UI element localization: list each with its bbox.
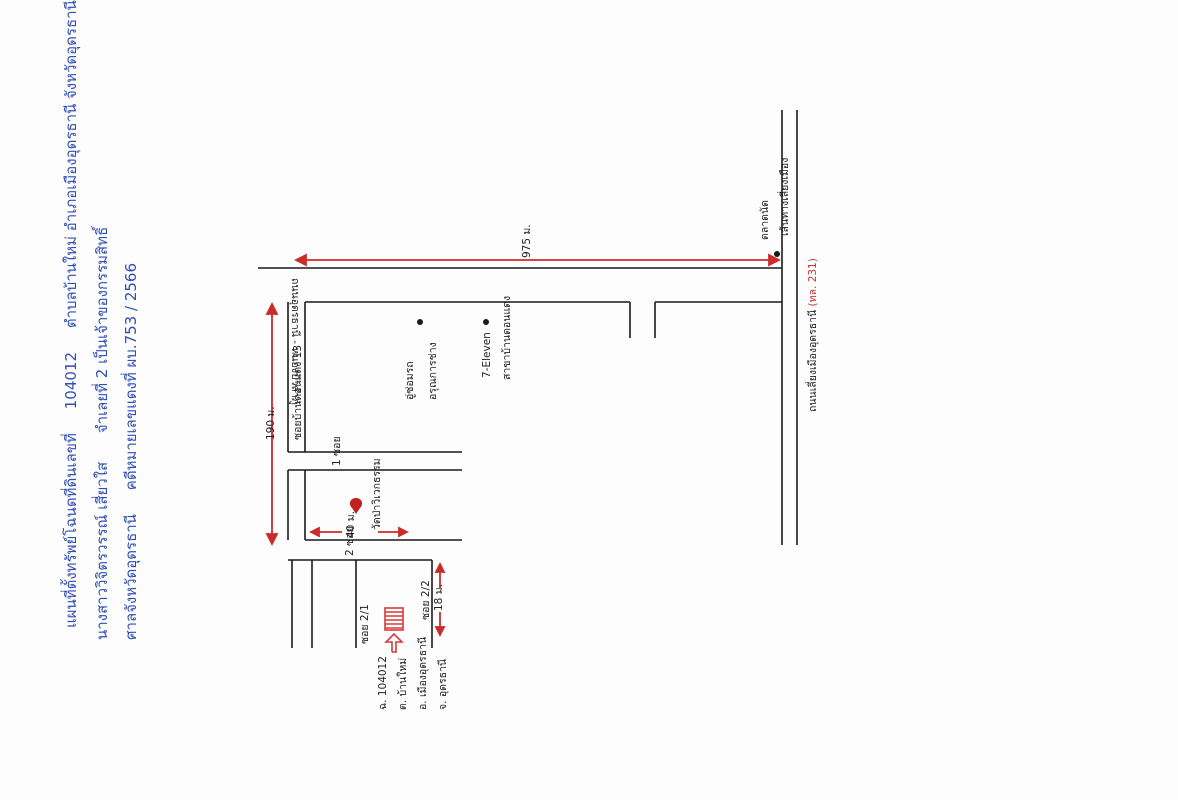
- label-garage: อู่ซ่อมรถ: [404, 361, 416, 400]
- poi-dot-seven-eleven: [483, 319, 489, 325]
- bypass-road-name: ถนนเลี่ยงเมืองอุดรธานี: [807, 309, 819, 412]
- poi-dot-market: [774, 251, 780, 257]
- distance-soi13-label: 190 ม.: [265, 406, 277, 440]
- plot-deed-label: ฉ. 104012: [377, 656, 389, 710]
- plot-arrow: [384, 632, 404, 653]
- label-soi-2-1: ซอย 2/1: [359, 604, 371, 644]
- distance-mid-label: 40 ม.: [345, 511, 357, 538]
- distance-soi22-label: 18 ม.: [433, 584, 445, 611]
- label-soi-2-2: ซอย 2/2: [420, 580, 432, 620]
- distance-soi13-arrow-bottom: [265, 533, 279, 547]
- distance-soi13-arrow-top: [265, 301, 279, 315]
- label-temple: วัดป่าวิเวกธรรม: [371, 458, 383, 530]
- bypass-road-number: (ทล. 231): [807, 258, 819, 307]
- label-market-sub: เส้นทางเลี่ยงเมือง: [779, 157, 791, 236]
- label-market: ตลาดนัด: [759, 200, 771, 240]
- poi-dot-garage: [417, 319, 423, 325]
- label-bypass-road: ถนนเลี่ยงเมืองอุดรธานี (ทล. 231): [807, 258, 819, 412]
- label-seven-eleven-branch: สาขาบ้านดอนแดง: [501, 295, 513, 380]
- plot-subdistrict-label: ต. บ้านใหม่: [397, 657, 409, 710]
- distance-mid-arrow-left: [308, 526, 320, 538]
- distance-soi22-arrow-bottom: [434, 626, 446, 638]
- location-pin: [349, 498, 363, 514]
- distance-mid-arrow-right: [398, 526, 410, 538]
- distance-soi22-arrow-top: [434, 561, 446, 573]
- plot-district-label: อ. เมืองอุดรธานี: [417, 636, 429, 710]
- distance-main-arrow-right: [768, 253, 782, 267]
- distance-main-label: 975 ม.: [521, 224, 533, 258]
- label-seven-eleven: 7-Eleven: [481, 332, 493, 378]
- label-garage-name: อรุณการช่าง: [427, 342, 439, 400]
- distance-main-arrow-left: [293, 253, 307, 267]
- plot-province-label: จ. อุดรธานี: [437, 658, 449, 710]
- plot-marker: [384, 607, 404, 631]
- label-soi-1: 1 ซอย: [331, 436, 343, 466]
- label-soi-13: ซอยบ้านดอนแดง 13: [292, 344, 304, 440]
- plot-box: [384, 607, 404, 631]
